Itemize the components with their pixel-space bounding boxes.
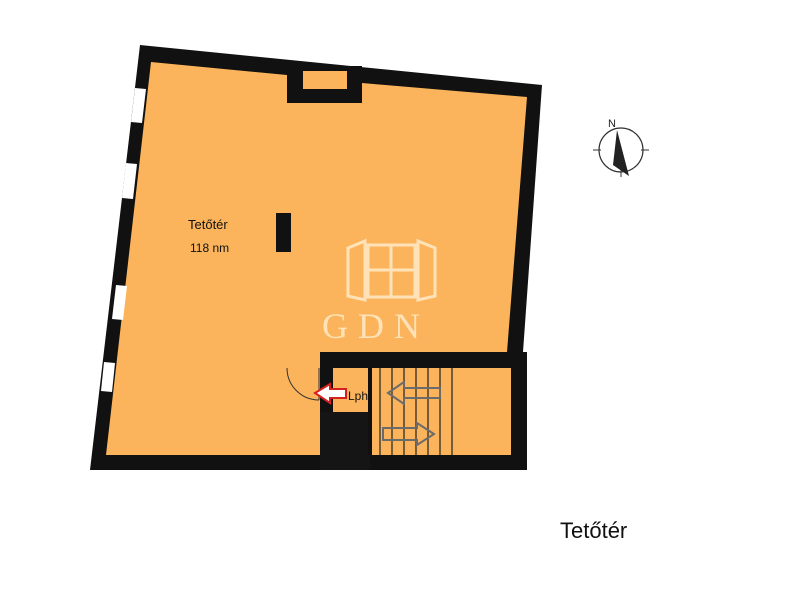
stair-direction-arrow-up bbox=[386, 380, 441, 406]
window bbox=[131, 88, 146, 123]
stairwell-opening bbox=[320, 412, 370, 470]
compass-north-label: N bbox=[608, 118, 616, 130]
column bbox=[276, 213, 291, 252]
watermark-shutter-right bbox=[416, 238, 437, 302]
chimney-inner bbox=[303, 71, 347, 89]
window bbox=[122, 163, 137, 199]
left-windows bbox=[101, 88, 146, 392]
watermark-text: GDN bbox=[322, 306, 430, 346]
window bbox=[101, 362, 115, 392]
compass-needle bbox=[613, 130, 629, 176]
floor-title: Tetőtér bbox=[560, 518, 628, 543]
entry-arrow-icon bbox=[313, 382, 347, 405]
room-area: 118 nm bbox=[190, 241, 230, 255]
attic-room-floor bbox=[106, 62, 527, 455]
stair-direction-arrow-down bbox=[382, 421, 436, 447]
stairwell-label: Lph bbox=[348, 389, 369, 403]
window bbox=[112, 285, 127, 320]
watermark-shutter-left bbox=[346, 238, 367, 302]
door-swing bbox=[286, 367, 320, 401]
room-name: Tetőtér bbox=[188, 217, 228, 232]
north-arrow-compass-icon: N bbox=[593, 118, 649, 177]
stair-divider bbox=[368, 368, 372, 455]
watermark-logo bbox=[346, 238, 437, 302]
